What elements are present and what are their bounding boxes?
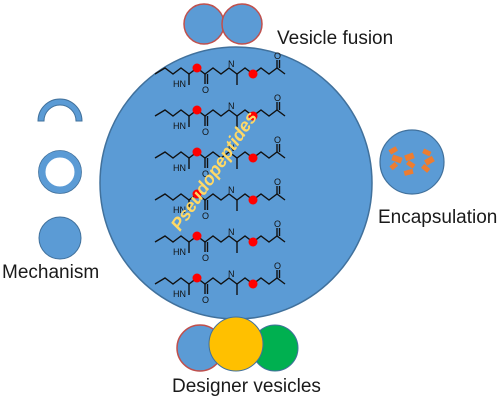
cargo-molecule-left bbox=[388, 146, 403, 171]
designer-vesicles-label: Designer vesicles bbox=[172, 376, 321, 397]
red-marker bbox=[248, 195, 258, 205]
amide-n-label: N bbox=[228, 59, 235, 69]
peptide-chains: HN N O O HN N O O HN N O O HN N O O HN N O O HN N O O bbox=[154, 51, 286, 305]
amide-n-label: N bbox=[228, 185, 235, 195]
red-marker bbox=[248, 153, 258, 163]
amide-n-label: N bbox=[228, 227, 235, 237]
carbonyl-o-label: O bbox=[202, 295, 209, 305]
carbonyl-o-label: O bbox=[274, 135, 281, 145]
peptide-chain-row: HN N O O bbox=[154, 177, 286, 221]
carbonyl-o-label: O bbox=[274, 51, 281, 61]
mechanism-arc bbox=[37, 98, 83, 122]
amine-label: HN bbox=[173, 79, 186, 89]
amine-label: HN bbox=[173, 163, 186, 173]
mechanism-ring-edge bbox=[38, 150, 82, 194]
peptide-chain-row: HN N O O bbox=[154, 93, 286, 137]
red-marker bbox=[192, 189, 202, 199]
carbonyl-o-label: O bbox=[202, 169, 209, 179]
amine-label: HN bbox=[173, 247, 186, 257]
amide-n-label: N bbox=[228, 143, 235, 153]
amine-label: HN bbox=[173, 121, 186, 131]
peptide-chain-row: HN N O O bbox=[154, 51, 286, 95]
mechanism-stages bbox=[37, 98, 83, 260]
red-marker bbox=[192, 147, 202, 157]
amide-n-label: N bbox=[228, 269, 235, 279]
red-marker bbox=[192, 273, 202, 283]
peptide-chain-row: HN N O O bbox=[154, 219, 286, 263]
carbonyl-o-label: O bbox=[202, 85, 209, 95]
mechanism-ring bbox=[38, 150, 82, 194]
amide-n-label: N bbox=[228, 101, 235, 111]
carbonyl-o-label: O bbox=[274, 219, 281, 229]
designer-vesicle-yellow bbox=[208, 316, 264, 372]
fusion-vesicle-left bbox=[183, 3, 225, 45]
fusion-vesicle-right bbox=[221, 3, 263, 45]
carbonyl-o-label: O bbox=[202, 211, 209, 221]
encapsulation-label: Encapsulation bbox=[378, 207, 498, 228]
mechanism-vesicle bbox=[38, 216, 82, 260]
red-marker bbox=[248, 237, 258, 247]
carbonyl-o-label: O bbox=[274, 261, 281, 271]
carbonyl-o-label: O bbox=[274, 177, 281, 187]
main-vesicle bbox=[99, 46, 373, 320]
designer-vesicles bbox=[176, 316, 299, 372]
red-marker bbox=[192, 63, 202, 73]
cargo-molecule-mid bbox=[403, 152, 416, 176]
red-marker bbox=[248, 111, 258, 121]
amine-label: HN bbox=[173, 289, 186, 299]
cargo-molecule-right bbox=[421, 148, 435, 173]
carbonyl-o-label: O bbox=[202, 253, 209, 263]
red-marker bbox=[192, 105, 202, 115]
encapsulation-vesicle bbox=[379, 129, 445, 195]
peptide-chain-row: HN N O O bbox=[154, 261, 286, 305]
amine-label: HN bbox=[173, 205, 186, 215]
carbonyl-o-label: O bbox=[274, 93, 281, 103]
mechanism-label: Mechanism bbox=[2, 262, 100, 283]
vesicle-fusion-label: Vesicle fusion bbox=[277, 28, 394, 49]
carbonyl-o-label: O bbox=[202, 127, 209, 137]
red-marker bbox=[248, 69, 258, 79]
red-marker bbox=[192, 231, 202, 241]
red-marker bbox=[248, 279, 258, 289]
peptide-chain-row: HN N O O bbox=[154, 135, 286, 179]
fusion-vesicles bbox=[183, 3, 263, 45]
